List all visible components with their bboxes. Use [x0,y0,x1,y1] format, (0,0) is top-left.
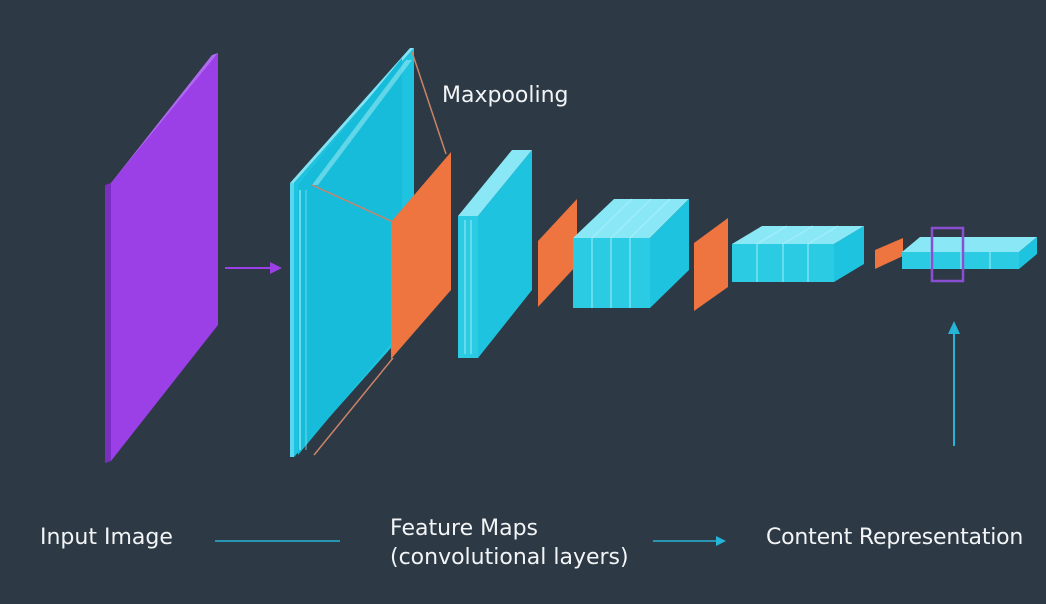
conv-block-3 [573,198,689,308]
pool-layer-4 [875,238,903,269]
pool-layer-3 [694,218,728,311]
input-image-label: Input Image [40,525,173,550]
conv-block-5 [902,237,1037,269]
feature-maps-title: Feature Maps [390,516,539,541]
conv-block-2 [458,150,532,358]
pool-layer-1 [391,152,451,359]
maxpool-connector-lines [311,51,447,456]
content-representation-label: Content Representation [766,525,1024,550]
input-image-layer [105,53,218,463]
conv-block-4 [732,225,864,282]
conv-block-1 [290,48,414,457]
content-highlight-box [930,226,965,283]
feature-maps-label: Feature Maps (convolutional layers) [390,514,629,572]
feature-content-arrow [653,536,726,546]
pool-layer-2 [538,199,577,307]
feature-maps-subtitle: (convolutional layers) [390,545,629,570]
maxpooling-label: Maxpooling [442,83,569,108]
content-pointer-arrow [948,321,960,446]
input-to-feature-arrow [225,262,282,274]
